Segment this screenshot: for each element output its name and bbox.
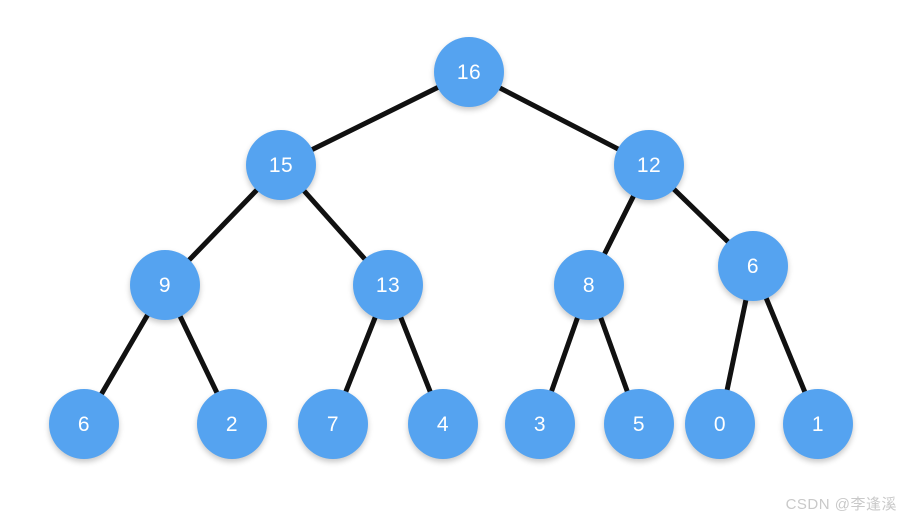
tree-edge [396, 309, 435, 400]
tree-node-label: 0 [713, 412, 727, 436]
tree-node-label: 16 [456, 60, 482, 84]
tree-edge [182, 183, 264, 267]
tree-edge [341, 309, 380, 400]
tree-node[interactable]: 15 [246, 130, 316, 200]
tree-node-label: 6 [77, 412, 91, 436]
tree-node[interactable]: 8 [554, 250, 624, 320]
tree-node-label: 1 [811, 412, 825, 436]
tree-node-label: 13 [375, 273, 401, 297]
tree-node-label: 2 [225, 412, 239, 436]
tree-edge [599, 188, 639, 262]
tree-node[interactable]: 4 [408, 389, 478, 459]
watermark-text: CSDN @李逢溪 [785, 496, 897, 513]
tree-node[interactable]: 1 [783, 389, 853, 459]
tree-edge [304, 82, 446, 155]
tree-edge [667, 182, 735, 249]
tree-node[interactable]: 5 [604, 389, 674, 459]
tree-edge [492, 82, 626, 155]
tree-edge [761, 290, 810, 400]
tree-edge [547, 309, 582, 400]
tree-node-label: 8 [582, 273, 596, 297]
tree-node[interactable]: 16 [434, 37, 504, 107]
tree-node[interactable]: 2 [197, 389, 267, 459]
tree-node-label: 9 [158, 273, 172, 297]
tree-node-label: 3 [533, 412, 547, 436]
tree-node-label: 7 [326, 412, 340, 436]
tree-node[interactable]: 0 [685, 389, 755, 459]
tree-node-label: 5 [632, 412, 646, 436]
tree-node[interactable]: 3 [505, 389, 575, 459]
tree-node[interactable]: 7 [298, 389, 368, 459]
tree-node[interactable]: 12 [614, 130, 684, 200]
tree-edge [723, 291, 750, 399]
tree-node-label: 4 [436, 412, 450, 436]
tree-edge [297, 184, 372, 266]
tree-node[interactable]: 6 [49, 389, 119, 459]
tree-edge [175, 308, 222, 401]
tree-node-label: 12 [636, 153, 662, 177]
tree-node[interactable]: 9 [130, 250, 200, 320]
tree-node-label: 15 [268, 153, 294, 177]
tree-edge [596, 309, 632, 400]
tree-node-label: 6 [746, 254, 760, 278]
tree-node[interactable]: 6 [718, 231, 788, 301]
tree-edge [96, 307, 153, 402]
tree-node[interactable]: 13 [353, 250, 423, 320]
